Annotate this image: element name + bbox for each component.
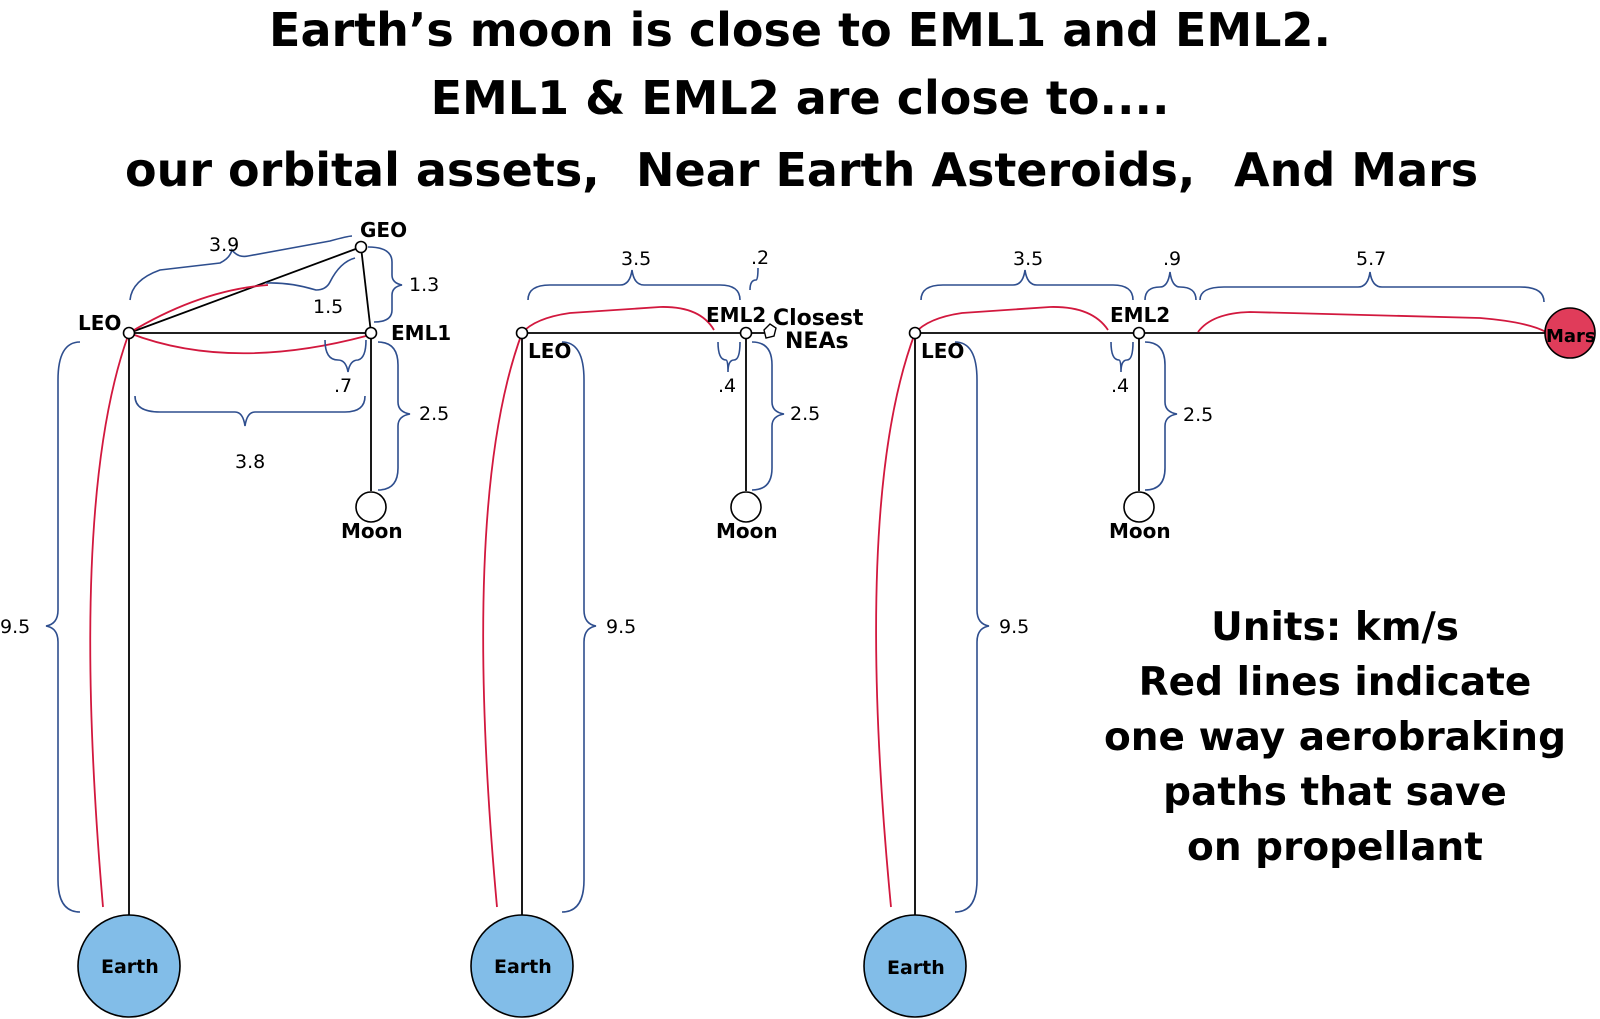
p2-closest-neas-label-line-2: NEAs <box>785 329 849 354</box>
notes-units: Units: km/s <box>1211 605 1459 650</box>
p3-moon-label: Moon <box>1109 519 1171 543</box>
p2-eml2-node <box>739 326 753 340</box>
p3-leo-node <box>908 326 922 340</box>
p2-earth-label: Earth <box>494 956 552 978</box>
title-near-earth-asteroids: Near Earth Asteroids, <box>636 143 1196 197</box>
p1-geo-eml1-line <box>360 246 372 334</box>
p1-leo-geo-line <box>128 246 362 334</box>
p1-moon-circle <box>355 491 387 523</box>
p1-brace-leo-geo <box>129 235 353 301</box>
title-orbital-assets: our orbital assets, <box>125 143 600 197</box>
p1-brace-eml1-offset <box>324 339 367 373</box>
p1-eml1-moon-value: 2.5 <box>419 403 449 425</box>
p2-leo-label: LEO <box>528 339 571 363</box>
p3-brace-leo-eml2 <box>920 269 1134 301</box>
p2-eml2-offset-value: .4 <box>718 375 736 397</box>
p3-brace-eml2-offset <box>1110 341 1134 373</box>
p3-mars-circle <box>1544 307 1596 359</box>
p3-eml2-gap-value: .9 <box>1163 248 1181 270</box>
p2-earth-aerobrake-path <box>482 332 523 908</box>
title-line-2: EML1 & EML2 are close to.... <box>430 71 1170 125</box>
p2-earth-leo-value: 9.5 <box>606 616 636 638</box>
title-and-mars: And Mars <box>1234 143 1479 197</box>
p1-brace-leo-eml1 <box>134 395 366 427</box>
p1-eml1-offset-value: .7 <box>334 375 352 397</box>
p2-brace-earth-leo <box>561 341 597 913</box>
p1-earth-aerobrake-path <box>89 332 130 908</box>
p1-geo-label: GEO <box>360 218 407 242</box>
p1-eml1-aerobrake-path <box>128 332 367 355</box>
p3-brace-earth-leo <box>954 341 990 913</box>
p3-eml2-aerobrake-path <box>914 306 1109 334</box>
p1-eml1-node <box>364 326 378 340</box>
p2-moon-label: Moon <box>716 519 778 543</box>
p2-brace-leo-eml2 <box>527 269 741 301</box>
notes-line-4: paths that save <box>1163 770 1507 815</box>
panel-3: LEO EML2 Moon Earth Mars 3.5 .9 5.7 .4 2… <box>863 248 1596 1018</box>
p2-brace-eml2-nea <box>749 267 759 291</box>
p3-moon-circle <box>1123 491 1155 523</box>
p2-earth-circle <box>470 914 574 1018</box>
p3-eml2-moon-value: 2.5 <box>1183 404 1213 426</box>
p1-leo-geo-value: 3.9 <box>209 234 239 256</box>
title-line-1: Earth’s moon is close to EML1 and EML2. <box>269 3 1331 57</box>
p1-mid-geo-value: 1.5 <box>313 296 343 318</box>
p3-leo-label: LEO <box>921 339 964 363</box>
p2-closest-neas-label-line-1: Closest <box>773 306 864 331</box>
p1-leo-node <box>122 326 136 340</box>
p1-geo-eml1-value: 1.3 <box>409 274 439 296</box>
p3-mars-aerobrake-path <box>1197 311 1547 333</box>
p2-eml2-label: EML2 <box>706 303 766 327</box>
p3-earth-aerobrake-path <box>875 332 916 908</box>
p1-leo-eml1-value: 3.8 <box>235 451 265 473</box>
p3-earth-label: Earth <box>887 957 945 979</box>
notes-line-5: on propellant <box>1187 825 1483 870</box>
p1-earth-leo-value: 9.5 <box>0 616 30 638</box>
legend-notes: Units: km/s Red lines indicate one way a… <box>1085 600 1585 875</box>
p3-eml2-label: EML2 <box>1110 303 1170 327</box>
p2-eml2-aerobrake-path <box>521 306 715 334</box>
p2-eml2-nea-value: .2 <box>751 247 769 269</box>
p3-mars-label: Mars <box>1546 326 1596 347</box>
p1-geo-node <box>354 240 368 254</box>
p1-geo-aerobrake-path <box>128 284 269 334</box>
p3-eml2-offset-value: .4 <box>1111 375 1129 397</box>
p1-moon-label: Moon <box>341 519 403 543</box>
p2-leo-eml2-value: 3.5 <box>621 248 651 270</box>
notes-line-3: one way aerobraking <box>1104 715 1566 760</box>
notes-line-2: Red lines indicate <box>1138 660 1532 705</box>
p2-moon-circle <box>730 491 762 523</box>
p3-brace-eml2-moon <box>1144 341 1178 491</box>
p1-brace-eml1-moon <box>377 341 411 491</box>
p3-leo-eml2-value: 3.5 <box>1013 248 1043 270</box>
p2-brace-eml2-moon <box>751 341 785 491</box>
p3-earth-leo-value: 9.5 <box>999 616 1029 638</box>
p2-leo-node <box>515 326 529 340</box>
p1-brace-earth-leo <box>45 341 81 913</box>
p3-earth-circle <box>863 914 967 1018</box>
panel-2: LEO EML2 Closest NEAs Moon Earth 3.5 .2 … <box>470 247 864 1018</box>
p1-earth-circle <box>77 914 181 1018</box>
p1-leo-label: LEO <box>78 311 121 335</box>
p1-brace-mid-geo <box>265 257 356 291</box>
p1-brace-geo-eml1 <box>367 246 403 323</box>
asteroid-icon <box>763 323 777 339</box>
p3-brace-eml2-mars <box>1199 271 1545 303</box>
p1-earth-label: Earth <box>101 956 159 978</box>
p2-brace-eml2-offset <box>717 341 741 373</box>
p3-brace-eml2-gap <box>1144 271 1197 301</box>
p2-eml2-moon-value: 2.5 <box>790 403 820 425</box>
panel-1: LEO GEO EML1 Moon Earth 3.9 1.3 1.5 .7 3… <box>0 218 451 1018</box>
p3-eml2-node <box>1132 326 1146 340</box>
p1-eml1-label: EML1 <box>391 321 451 345</box>
p3-eml2-mars-value: 5.7 <box>1356 248 1386 270</box>
